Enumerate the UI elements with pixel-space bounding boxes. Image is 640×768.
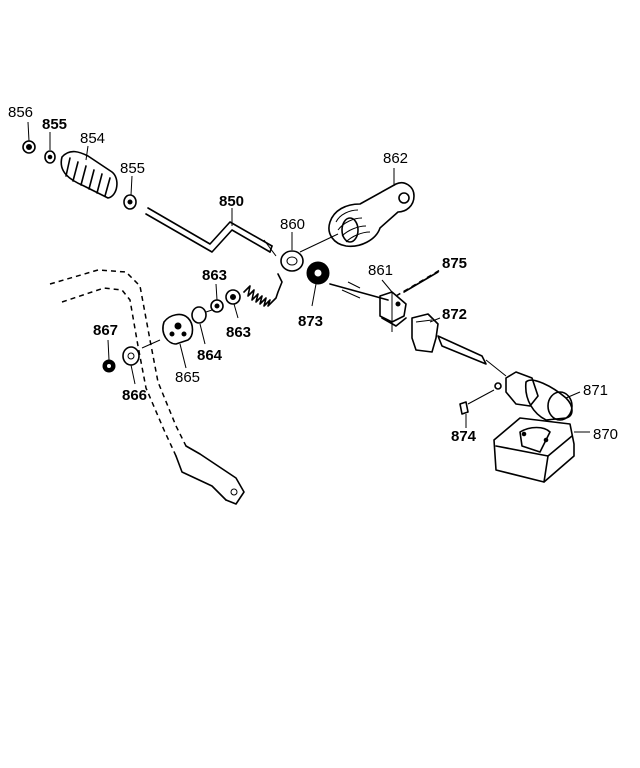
part-866-washer [122,346,140,366]
part-862-handle [299,181,415,253]
part-861-link-rod [329,281,389,301]
part-860-washer [280,250,304,272]
callout-862: 862 [383,150,408,167]
callout-867: 867 [93,322,118,339]
callout-860: 860 [280,216,305,233]
callout-850: 850 [219,193,244,210]
callout-854: 854 [80,130,105,147]
part-865-pivot-block [162,313,194,345]
callout-875: 875 [442,255,467,272]
part-spring [243,273,283,307]
leader-lines [27,121,590,433]
part-875-screw [395,269,441,297]
callout-864: 864 [197,347,223,364]
part-864-washer [191,306,213,324]
frame-arm-outline [49,269,245,505]
callout-861: 861 [368,262,393,279]
callout-870: 870 [593,426,618,443]
part-867-nut [102,359,116,373]
callout-871: 871 [583,382,608,399]
part-855-washer-left [44,150,56,164]
callout-labels: 856 855 854 855 850 862 860 863 863 864 … [8,104,618,445]
part-872-bracket [411,313,507,377]
part-850-shift-rod [145,207,277,257]
callout-866: 866 [122,387,147,404]
callout-863-top: 863 [202,267,227,284]
callout-872: 872 [442,306,467,323]
callout-855-left: 855 [42,116,67,133]
part-863-nut-a [210,299,224,313]
part-856-nut [22,140,36,154]
part-855-washer-right [123,194,137,210]
callout-865: 865 [175,369,200,386]
callout-863-bottom: 863 [226,324,251,341]
part-873-washer [306,261,330,285]
callout-855-right: 855 [120,160,145,177]
part-861-clevis [379,291,407,332]
part-854-grip [60,150,118,199]
callout-874: 874 [451,428,477,445]
part-863-nut-b [225,289,241,305]
part-870-base [493,417,575,483]
part-871-cylinder [505,371,573,421]
callout-856: 856 [8,104,33,121]
callout-873: 873 [298,313,323,330]
part-874-pin [459,382,502,415]
